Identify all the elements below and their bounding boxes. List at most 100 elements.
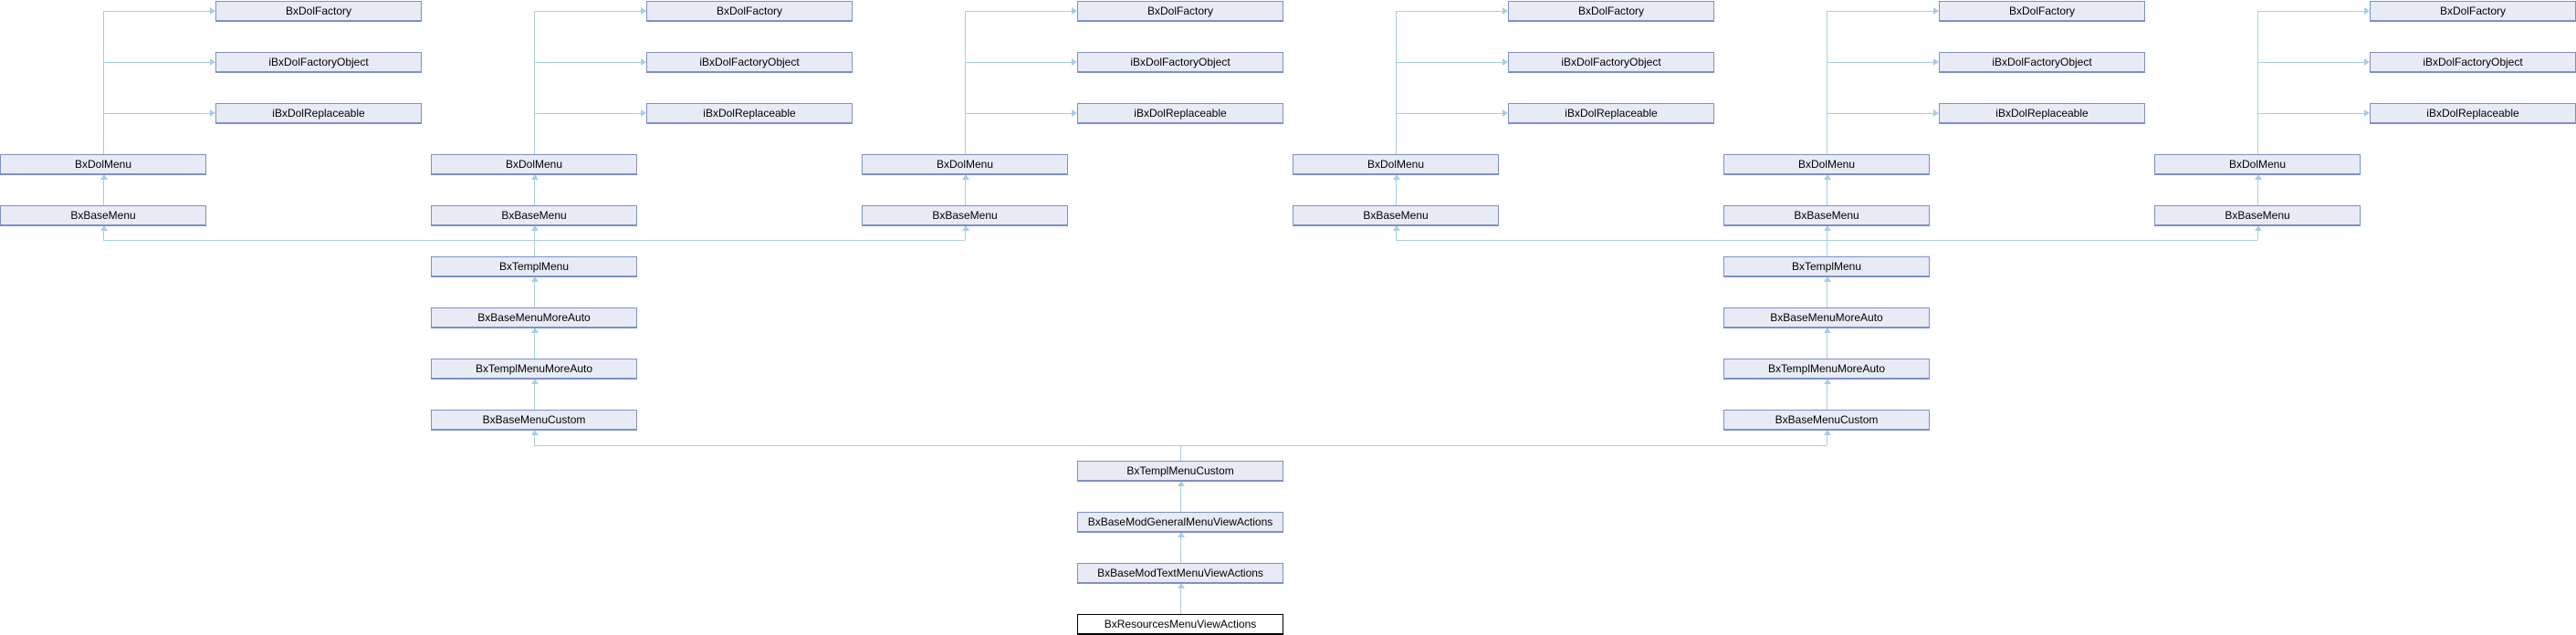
arrowhead-right-icon xyxy=(1503,58,1508,66)
edge-line xyxy=(965,11,1072,12)
class-node-bxdolfactory[interactable]: BxDolFactory xyxy=(2370,1,2576,21)
class-node-ibxdolfactoryobject[interactable]: iBxDolFactoryObject xyxy=(646,52,853,72)
edge-line xyxy=(1396,231,1397,240)
edge-line xyxy=(2257,11,2364,12)
edge-line xyxy=(2257,11,2258,154)
class-node-bxbasemenu[interactable]: BxBaseMenu xyxy=(2154,205,2361,225)
class-node-ibxdolreplaceable[interactable]: iBxDolReplaceable xyxy=(1939,103,2145,123)
arrowhead-up-icon xyxy=(531,328,539,333)
class-node-ibxdolfactoryobject[interactable]: iBxDolFactoryObject xyxy=(2370,52,2576,72)
arrowhead-up-icon xyxy=(1824,379,1831,384)
edge-line xyxy=(534,11,641,12)
class-node-bxtemplmenucustom[interactable]: BxTemplMenuCustom xyxy=(1077,461,1283,481)
class-node-ibxdolreplaceable[interactable]: iBxDolReplaceable xyxy=(2370,103,2576,123)
arrowhead-up-icon xyxy=(531,430,539,435)
edge-line xyxy=(1396,62,1503,63)
class-node-ibxdolreplaceable[interactable]: iBxDolReplaceable xyxy=(646,103,853,123)
edge-line xyxy=(103,113,210,114)
class-node-bxdolfactory[interactable]: BxDolFactory xyxy=(1508,1,1714,21)
arrowhead-right-icon xyxy=(1503,109,1508,117)
class-node-bxbasemenumoreauto[interactable]: BxBaseMenuMoreAuto xyxy=(1723,307,1930,328)
class-node-bxbasemenumoreauto[interactable]: BxBaseMenuMoreAuto xyxy=(431,307,637,328)
arrowhead-up-icon xyxy=(1178,583,1185,588)
edge-line xyxy=(1827,113,1933,114)
arrowhead-up-icon xyxy=(2255,225,2262,231)
arrowhead-up-icon xyxy=(531,276,539,282)
arrowhead-up-icon xyxy=(1178,532,1185,537)
class-node-ibxdolreplaceable[interactable]: iBxDolReplaceable xyxy=(1508,103,1714,123)
edge-line xyxy=(1396,113,1503,114)
arrowhead-up-icon xyxy=(1824,430,1831,435)
arrowhead-up-icon xyxy=(100,225,108,231)
class-node-bxtemplmenumoreauto[interactable]: BxTemplMenuMoreAuto xyxy=(1723,359,1930,379)
arrowhead-up-icon xyxy=(531,225,539,231)
arrowhead-right-icon xyxy=(2364,58,2370,66)
class-node-ibxdolfactoryobject[interactable]: iBxDolFactoryObject xyxy=(215,52,422,72)
arrowhead-up-icon xyxy=(1178,481,1185,486)
edge-line xyxy=(965,11,966,154)
edge-line xyxy=(1180,445,1181,461)
edge-line xyxy=(1396,180,1397,205)
class-node-ibxdolfactoryobject[interactable]: iBxDolFactoryObject xyxy=(1077,52,1283,72)
class-node-bxdolfactory[interactable]: BxDolFactory xyxy=(646,1,853,21)
class-node-bxtemplmenumoreauto[interactable]: BxTemplMenuMoreAuto xyxy=(431,359,637,379)
class-node-bxbasemodgeneralmenuviewactions[interactable]: BxBaseModGeneralMenuViewActions xyxy=(1077,512,1283,532)
edge-line xyxy=(965,62,1072,63)
class-node-bxbasemenu[interactable]: BxBaseMenu xyxy=(0,205,206,225)
edge-line xyxy=(534,231,535,240)
edge-line xyxy=(2257,113,2364,114)
arrowhead-up-icon xyxy=(1393,225,1400,231)
arrowhead-up-icon xyxy=(1393,174,1400,180)
class-node-bxdolmenu[interactable]: BxDolMenu xyxy=(2154,154,2361,174)
arrowhead-right-icon xyxy=(1072,109,1077,117)
edge-line xyxy=(534,333,535,359)
class-node-bxtemplmenu[interactable]: BxTemplMenu xyxy=(1723,256,1930,276)
arrowhead-right-icon xyxy=(210,7,215,15)
class-node-ibxdolreplaceable[interactable]: iBxDolReplaceable xyxy=(215,103,422,123)
edge-line xyxy=(2257,231,2258,240)
arrowhead-right-icon xyxy=(641,7,646,15)
arrowhead-right-icon xyxy=(1933,7,1939,15)
edge-line xyxy=(1396,11,1503,12)
class-node-bxbasemenucustom[interactable]: BxBaseMenuCustom xyxy=(431,410,637,430)
arrowhead-right-icon xyxy=(210,109,215,117)
edge-line xyxy=(1180,486,1181,512)
class-node-bxdolmenu[interactable]: BxDolMenu xyxy=(862,154,1068,174)
edge-line xyxy=(2257,180,2258,205)
edge-line xyxy=(1396,11,1397,154)
arrowhead-right-icon xyxy=(2364,109,2370,117)
class-node-bxbasemenu[interactable]: BxBaseMenu xyxy=(431,205,637,225)
edge-line xyxy=(2257,62,2364,63)
class-node-bxdolfactory[interactable]: BxDolFactory xyxy=(1939,1,2145,21)
class-node-bxdolmenu[interactable]: BxDolMenu xyxy=(431,154,637,174)
class-node-bxdolmenu[interactable]: BxDolMenu xyxy=(1293,154,1499,174)
class-node-bxbasemenu[interactable]: BxBaseMenu xyxy=(1723,205,1930,225)
arrowhead-right-icon xyxy=(641,58,646,66)
class-node-bxbasemodtextmenuviewactions[interactable]: BxBaseModTextMenuViewActions xyxy=(1077,563,1283,583)
class-node-bxdolmenu[interactable]: BxDolMenu xyxy=(1723,154,1930,174)
class-node-bxdolfactory[interactable]: BxDolFactory xyxy=(1077,1,1283,21)
class-node-bxtemplmenu[interactable]: BxTemplMenu xyxy=(431,256,637,276)
arrowhead-up-icon xyxy=(531,379,539,384)
edge-line xyxy=(534,11,535,154)
edge-line xyxy=(534,62,641,63)
edge-line xyxy=(534,282,535,307)
edge-line xyxy=(534,435,535,445)
class-node-ibxdolfactoryobject[interactable]: iBxDolFactoryObject xyxy=(1939,52,2145,72)
class-node-ibxdolfactoryobject[interactable]: iBxDolFactoryObject xyxy=(1508,52,1714,72)
class-node-bxbasemenu[interactable]: BxBaseMenu xyxy=(862,205,1068,225)
edge-line xyxy=(103,11,210,12)
class-node-bxdolfactory[interactable]: BxDolFactory xyxy=(215,1,422,21)
arrowhead-up-icon xyxy=(2255,174,2262,180)
arrowhead-up-icon xyxy=(100,174,108,180)
edge-line xyxy=(965,231,966,240)
edge-line xyxy=(103,11,104,154)
arrowhead-right-icon xyxy=(1503,7,1508,15)
class-node-bxbasemenucustom[interactable]: BxBaseMenuCustom xyxy=(1723,410,1930,430)
class-node-ibxdolreplaceable[interactable]: iBxDolReplaceable xyxy=(1077,103,1283,123)
class-node-bxdolmenu[interactable]: BxDolMenu xyxy=(0,154,206,174)
arrowhead-up-icon xyxy=(962,174,969,180)
arrowhead-right-icon xyxy=(210,58,215,66)
class-node-bxbasemenu[interactable]: BxBaseMenu xyxy=(1293,205,1499,225)
